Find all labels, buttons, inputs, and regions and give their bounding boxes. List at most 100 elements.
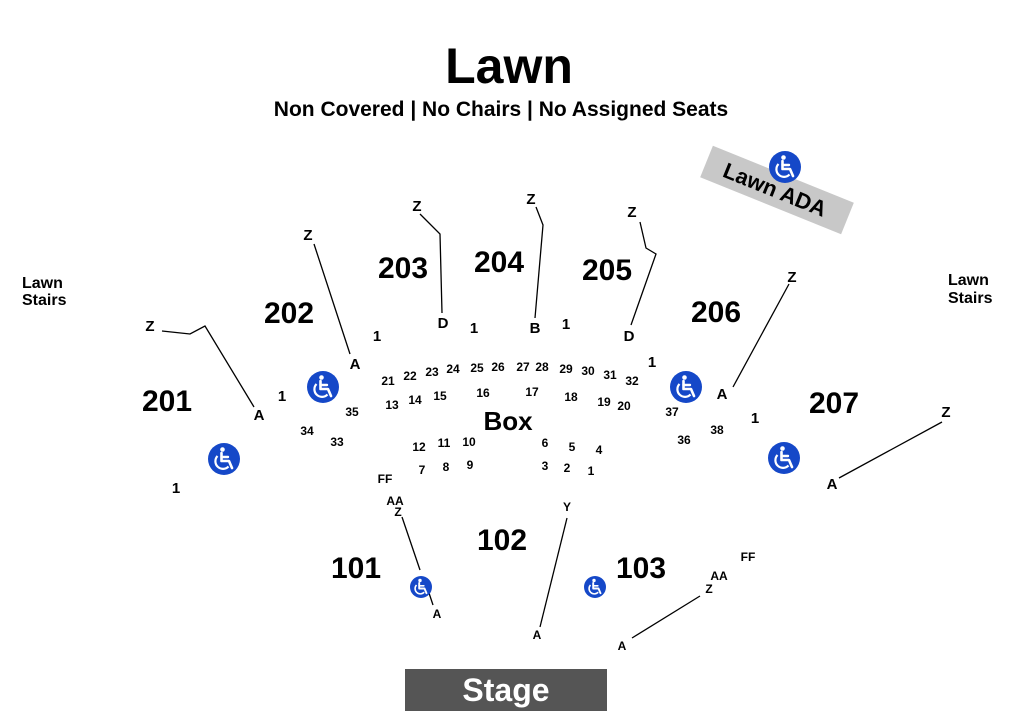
section-202[interactable]: 202 [264, 297, 314, 330]
box-section-label[interactable]: Box [483, 406, 533, 436]
box-number[interactable]: 2 [564, 461, 571, 475]
box-number[interactable]: 37 [665, 405, 679, 419]
section-205[interactable]: 205 [582, 254, 632, 287]
row-label-z: Z [526, 191, 535, 208]
box-number[interactable]: 7 [419, 463, 426, 477]
row-label-a: A [433, 607, 442, 621]
row-label-d: D [438, 315, 449, 332]
wheelchair-icon [668, 369, 704, 405]
box-number[interactable]: 31 [603, 368, 617, 382]
box-number[interactable]: 15 [433, 389, 447, 403]
box-number[interactable]: 24 [446, 362, 460, 376]
lawn-stairs-left-line2: Stairs [22, 292, 67, 309]
stage: Stage [405, 669, 607, 711]
row-label-z: Z [145, 318, 154, 335]
box-number[interactable]: 17 [525, 385, 539, 399]
lawn-stairs-right-line2: Stairs [948, 290, 993, 307]
box-number[interactable]: 29 [559, 362, 573, 376]
row-label-ff: FF [741, 550, 756, 564]
row-label-aa: AA [386, 494, 404, 508]
row-labels-front: A A D B D A A [254, 315, 838, 493]
wheelchair-icon [206, 441, 242, 477]
seat-label-1: 1 [278, 388, 286, 405]
lower-row-labels: FF AA Z A Y A FF AA Z A [378, 472, 756, 653]
section-103[interactable]: 103 [616, 552, 666, 585]
box-number[interactable]: 12 [412, 440, 426, 454]
wheelchair-icon [305, 369, 341, 405]
box-number[interactable]: 34 [300, 424, 314, 438]
box-number[interactable]: 28 [535, 360, 549, 374]
box-number[interactable]: 13 [385, 398, 399, 412]
lawn-stairs-right: Lawn Stairs [948, 272, 993, 307]
map-subtitle: Non Covered | No Chairs | No Assigned Se… [274, 98, 728, 121]
box-number[interactable]: 38 [710, 423, 724, 437]
box-number[interactable]: 14 [408, 393, 422, 407]
section-201[interactable]: 201 [142, 385, 192, 418]
stage-label: Stage [462, 672, 549, 708]
row-label-aa: AA [710, 569, 728, 583]
lawn-stairs-right-line1: Lawn [948, 272, 989, 289]
lawn-stairs-left-line1: Lawn [22, 275, 63, 292]
box-numbers: 1 2 3 4 5 6 7 8 9 10 11 12 13 14 15 16 1… [300, 360, 724, 478]
box-number[interactable]: 8 [443, 460, 450, 474]
box-number[interactable]: 9 [467, 458, 474, 472]
row-guide-lines [161, 206, 943, 639]
box-number[interactable]: 23 [425, 365, 439, 379]
seat-label-1: 1 [172, 480, 180, 497]
row-label-ff: FF [378, 472, 393, 486]
section-101[interactable]: 101 [331, 552, 381, 585]
row-label-a: A [717, 386, 728, 403]
box-number[interactable]: 5 [569, 440, 576, 454]
section-203[interactable]: 203 [378, 252, 428, 285]
row-label-a: A [533, 628, 542, 642]
section-204[interactable]: 204 [474, 246, 524, 279]
box-number[interactable]: 11 [438, 436, 451, 450]
box-number[interactable]: 19 [597, 395, 611, 409]
row-label-a: A [254, 407, 265, 424]
wheelchair-icon [767, 149, 803, 185]
box-number[interactable]: 4 [596, 443, 603, 457]
box-number[interactable]: 21 [381, 374, 395, 388]
row-label-a: A [827, 476, 838, 493]
row-label-z: Z [303, 227, 312, 244]
row-label-z: Z [941, 404, 950, 421]
seat-label-1: 1 [648, 354, 656, 371]
box-number[interactable]: 25 [470, 361, 484, 375]
row-label-z: Z [627, 204, 636, 221]
row-labels-z: Z Z Z Z Z Z Z [145, 191, 950, 421]
seat-label-1: 1 [562, 316, 570, 333]
section-102[interactable]: 102 [477, 524, 527, 557]
box-number[interactable]: 3 [542, 459, 549, 473]
box-number[interactable]: 26 [491, 360, 505, 374]
seat-label-1: 1 [751, 410, 759, 427]
section-206[interactable]: 206 [691, 296, 741, 329]
seat-one-labels: 1 1 1 1 1 1 1 [172, 316, 759, 497]
box-number[interactable]: 30 [581, 364, 595, 378]
box-number[interactable]: 18 [564, 390, 578, 404]
row-label-z: Z [412, 198, 421, 215]
seat-label-1: 1 [373, 328, 381, 345]
box-number[interactable]: 10 [462, 435, 476, 449]
box-number[interactable]: 22 [403, 369, 417, 383]
box-number[interactable]: 33 [330, 435, 344, 449]
map-title: Lawn [445, 38, 573, 94]
wheelchair-icon [766, 440, 802, 476]
row-label-y: Y [563, 500, 571, 514]
wheelchair-icon [409, 575, 433, 599]
row-label-z: Z [394, 505, 401, 519]
box-number[interactable]: 1 [588, 464, 595, 478]
row-label-a: A [350, 356, 361, 373]
box-number[interactable]: 27 [516, 360, 530, 374]
box-number[interactable]: 16 [476, 386, 490, 400]
box-number[interactable]: 32 [625, 374, 639, 388]
section-207[interactable]: 207 [809, 387, 859, 420]
box-number[interactable]: 20 [617, 399, 631, 413]
row-label-b: B [530, 320, 541, 337]
box-number[interactable]: 36 [677, 433, 691, 447]
box-number[interactable]: 35 [345, 405, 359, 419]
row-label-z: Z [705, 582, 712, 596]
wheelchair-icon [583, 575, 607, 599]
box-number[interactable]: 6 [542, 436, 549, 450]
row-label-z: Z [787, 269, 796, 286]
